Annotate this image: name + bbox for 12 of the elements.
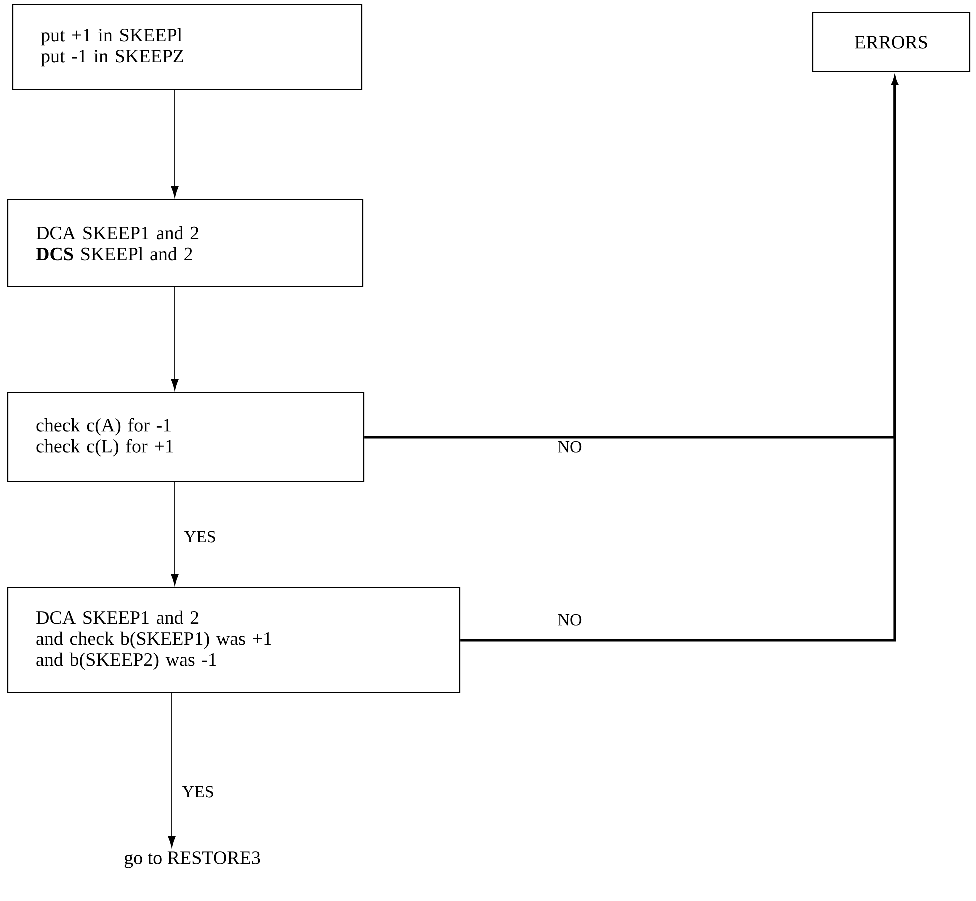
process-box: DCA SKEEP1 and 2 DCS SKEEPl and 2 bbox=[7, 199, 364, 288]
terminal-box: ERRORS bbox=[812, 12, 971, 73]
process-box: DCA SKEEP1 and 2 and check b(SKEEP1) was +1 and b(SKEEP2) was -1 bbox=[7, 587, 461, 694]
process-box: check c(A) for -1 check c(L) for +1 bbox=[7, 392, 365, 483]
edge-label: YES bbox=[182, 529, 218, 545]
arrow bbox=[171, 90, 179, 198]
arrow bbox=[168, 693, 176, 848]
arrow bbox=[171, 287, 179, 391]
terminal-text: go to RESTORE3 bbox=[124, 852, 260, 868]
process-box: put +1 in SKEEPl put -1 in SKEEPZ bbox=[12, 4, 363, 91]
edge-label: YES bbox=[180, 784, 216, 800]
arrow bbox=[171, 482, 179, 586]
